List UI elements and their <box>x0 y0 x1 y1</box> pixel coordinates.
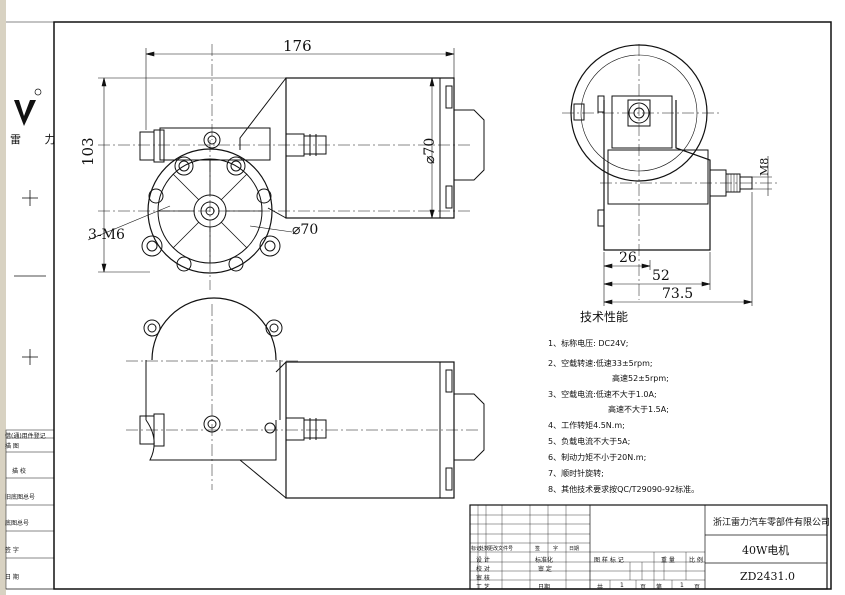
tb-header-char: 字 <box>553 546 559 552</box>
side-view <box>562 44 780 306</box>
dim-overall-length: 176 <box>283 37 312 55</box>
tech-spec-item: 1、标称电压: DC24V; <box>548 339 629 348</box>
tb-stage-mark: 图 样 标 记 <box>594 557 624 564</box>
tech-spec-item: 5、负载电流不大于5A; <box>548 437 631 446</box>
drawing-number: ZD2431.0 <box>740 570 795 583</box>
tb-row-process: 工 艺 <box>476 584 490 591</box>
tb-header-mark: 标记 <box>471 546 482 552</box>
company-name: 浙江雷力汽车零部件有限公司 <box>713 518 831 528</box>
tech-spec-title: 技术性能 <box>580 310 629 324</box>
tb-row-proofread: 校 对 <box>476 566 490 573</box>
dim-flange-diameter: ⌀70 <box>292 222 319 238</box>
tb-date: 日期 <box>538 584 551 591</box>
dim-shaft-thread: M8 <box>758 157 771 176</box>
dim-height: 103 <box>79 137 97 166</box>
tb-header-date: 日期 <box>569 546 580 552</box>
tb-sheet-unit: 页 <box>694 584 701 591</box>
side-label-trace: 描 图 <box>5 443 19 450</box>
side-label-check: 描 校 <box>12 468 26 475</box>
tb-header-count: 处数 <box>479 546 490 552</box>
dim-73-5: 73.5 <box>662 286 694 302</box>
tech-spec-item: 3、空载电流:低速不大于1.0A; <box>548 390 657 399</box>
part-name: 40W电机 <box>742 544 790 557</box>
tb-header-change-doc: 更改文件号 <box>488 546 514 552</box>
tb-total-label: 共 <box>597 584 604 591</box>
dim-bolt-holes: 3-M6 <box>88 227 125 243</box>
dim-26: 26 <box>619 250 637 266</box>
front-view <box>87 44 485 290</box>
tb-sheet-value: 1 <box>680 582 684 589</box>
brand-name: 雷 力 <box>10 133 66 146</box>
tb-scale: 比 例 <box>689 557 703 564</box>
tb-sheet-label: 第 <box>656 584 663 591</box>
side-label-sign: 签 字 <box>5 547 19 554</box>
tb-header-sign: 签 <box>535 546 541 552</box>
tech-spec-item: 2、空载转速:低速33±5rpm; <box>548 359 653 368</box>
tb-weight: 重 量 <box>661 557 675 564</box>
sheet-edge-strip <box>0 0 6 595</box>
bottom-view <box>126 297 485 499</box>
tb-standardization: 标准化 <box>535 557 554 564</box>
tech-spec-item: 高速不大于1.5A; <box>608 405 669 414</box>
brand-logo-icon <box>14 88 42 126</box>
margin-marks <box>14 190 46 365</box>
tech-spec-item: 7、顺时针旋转; <box>548 469 604 478</box>
tech-spec-item: 8、其他技术要求按QC/T29090-92标准。 <box>548 485 700 494</box>
side-label-base-no: 底图总号 <box>5 520 30 527</box>
tb-approve: 审 定 <box>538 566 552 573</box>
left-record-table <box>5 429 55 590</box>
tb-row-review: 审 核 <box>476 575 490 582</box>
tech-spec-item: 4、工作转矩4.5N.m; <box>548 421 625 430</box>
tb-row-design: 设 计 <box>476 557 490 564</box>
dim-52: 52 <box>652 268 670 284</box>
dim-body-diameter: ⌀70 <box>422 137 438 164</box>
side-label-register: 借(通)用件登记 <box>5 433 46 440</box>
tech-spec-item: 6、制动力矩不小于20N.m; <box>548 453 647 462</box>
side-label-date: 日 期 <box>5 574 19 581</box>
side-label-old-base-no: 旧底图总号 <box>5 494 36 501</box>
drawing-frame <box>53 21 832 590</box>
title-block-grid <box>469 504 828 590</box>
tech-spec-item: 高速52±5rpm; <box>612 374 669 383</box>
tb-total-unit: 页 <box>640 584 647 591</box>
tb-total-value: 1 <box>620 582 624 589</box>
